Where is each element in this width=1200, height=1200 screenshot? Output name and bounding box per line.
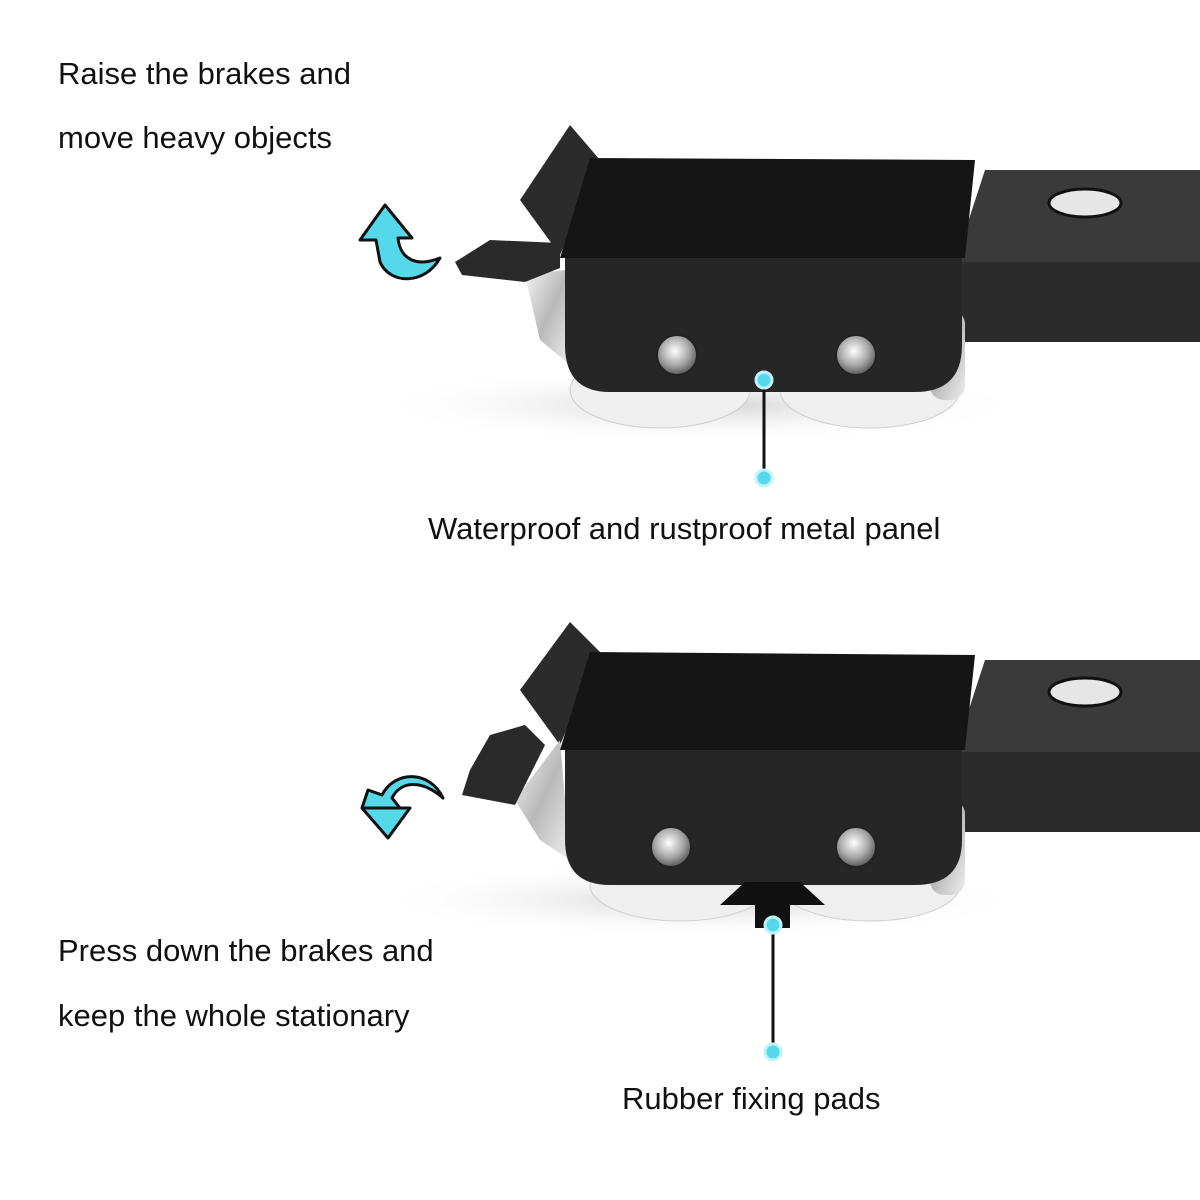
caster-top [370, 125, 1200, 443]
bottom-callout-label: Rubber fixing pads [622, 1081, 881, 1116]
curved-arrow-down-icon [360, 775, 445, 840]
metal-panel [565, 750, 962, 885]
brake-flap [520, 125, 600, 255]
callout-top [754, 370, 774, 488]
top-plate [560, 652, 975, 750]
rubber-pad [720, 882, 825, 928]
pedal-bracket [525, 270, 570, 365]
bolt [656, 334, 698, 376]
bolt [835, 826, 877, 868]
rivet [1047, 187, 1123, 219]
bottom-caption-line2: keep the whole stationary [58, 998, 410, 1033]
bolt [650, 826, 692, 868]
bottom-caption-line1: Press down the brakes and [58, 933, 434, 968]
top-plate [560, 158, 975, 258]
bolt [835, 334, 877, 376]
brake-pedal [455, 240, 560, 282]
top-caption-line2: move heavy objects [58, 120, 332, 155]
brake-pedal [462, 725, 545, 805]
top-callout-label: Waterproof and rustproof metal panel [428, 511, 941, 546]
callout-bottom [763, 915, 783, 1062]
rivet [1047, 676, 1123, 708]
arm-side [960, 262, 1200, 342]
caster-bottom [370, 622, 1200, 938]
top-caption-line1: Raise the brakes and [58, 56, 351, 91]
arm-side [960, 752, 1200, 832]
brake-flap [520, 622, 600, 745]
pedal-bracket [515, 740, 570, 860]
curved-arrow-up-icon [358, 203, 442, 281]
